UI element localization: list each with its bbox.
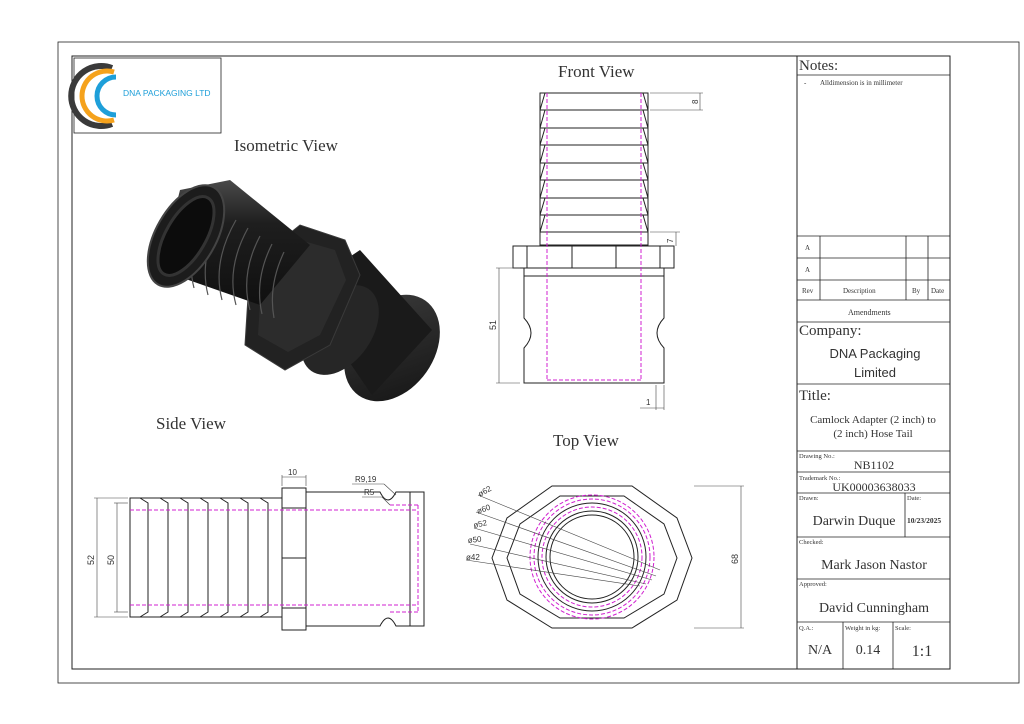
checked-by: Mark Jason Nastor [821, 558, 927, 573]
side-dim-outer: 52 [86, 555, 96, 565]
drawn-label: Drawn: [799, 495, 819, 502]
drawing-no: NB1102 [854, 458, 894, 472]
side-view-drawing: 52 50 10 R9,19 R5 [86, 468, 425, 631]
company-name-line1: DNA Packaging [829, 346, 920, 361]
side-dim-hex: 10 [288, 468, 297, 477]
top-dim-d42: ø42 [466, 553, 480, 562]
drawn-date: 10/23/2025 [907, 516, 941, 525]
note-text: Alldimension is in millimeter [820, 79, 903, 87]
scale-value: 1:1 [912, 643, 932, 660]
logo-text: DNA PACKAGING LTD [123, 88, 211, 98]
front-dim-height: 51 [488, 320, 498, 330]
top-dim-width: 68 [730, 554, 740, 564]
side-dim-radius2: R5 [364, 488, 375, 497]
top-dim-d50: ø50 [467, 535, 482, 545]
logo-swoosh-blue [94, 74, 117, 118]
company-logo: DNA PACKAGING LTD [68, 57, 222, 134]
side-view-title: Side View [156, 414, 227, 433]
trademark-label: Trademark No.: [799, 475, 840, 482]
drawing-title-line1: Camlock Adapter (2 inch) to [810, 414, 936, 426]
note-bullet: - [804, 79, 807, 87]
rev-header-date: Date [931, 287, 944, 295]
date-label: Date: [907, 495, 921, 502]
company-label: Company: [799, 323, 862, 339]
scale-label: Scale: [895, 625, 911, 632]
weight-label: Weight in kg: [845, 625, 880, 632]
front-view-title: Front View [558, 62, 635, 81]
logo-swoosh-orange [79, 68, 115, 124]
outer-border [57, 41, 1020, 684]
approved-by: David Cunningham [819, 601, 929, 616]
top-dim-d60: ø60 [476, 503, 493, 516]
title-block: Notes: - Alldimension is in millimeter A… [796, 55, 951, 670]
front-dim-rib: 8 [691, 99, 700, 104]
isometric-view-title: Isometric View [234, 136, 339, 155]
top-dim-d52: ø52 [473, 518, 489, 530]
front-dim-shoulder: 7 [666, 238, 675, 243]
side-dim-radius1: R9,19 [355, 475, 377, 484]
top-dim-d62: ø62 [477, 484, 494, 499]
drawing-title-line2: (2 inch) Hose Tail [833, 428, 912, 440]
drawing-no-label: Drawing No.: [799, 453, 835, 460]
rev-header-rev: Rev [802, 287, 814, 295]
qa-label: Q.A.: [799, 625, 814, 632]
top-view-title: Top View [553, 431, 620, 450]
isometric-render [146, 180, 440, 402]
weight-value: 0.14 [856, 643, 881, 658]
logo-swoosh-dark [68, 63, 114, 129]
side-dim-inner: 50 [106, 555, 116, 565]
rev-row-2: A [805, 266, 810, 274]
rev-header-by: By [912, 287, 921, 295]
title-label: Title: [799, 388, 831, 404]
qa-value: N/A [808, 643, 833, 658]
front-dim-lip: 1 [646, 398, 651, 407]
approved-label: Approved: [799, 581, 827, 588]
checked-label: Checked: [799, 539, 824, 546]
rev-header-description: Description [843, 287, 876, 295]
company-name-line2: Limited [854, 365, 896, 380]
top-view-drawing: ø62 ø60 ø52 ø50 ø42 68 [465, 484, 744, 629]
inner-border [71, 55, 951, 670]
drawn-by: Darwin Duque [813, 514, 896, 529]
rev-row-1: A [805, 244, 810, 252]
notes-heading: Notes: [799, 58, 838, 74]
trademark-no: UK00003638033 [832, 480, 915, 494]
amendments-label: Amendments [848, 308, 891, 317]
front-view-drawing: 8 7 51 1 [488, 92, 703, 410]
